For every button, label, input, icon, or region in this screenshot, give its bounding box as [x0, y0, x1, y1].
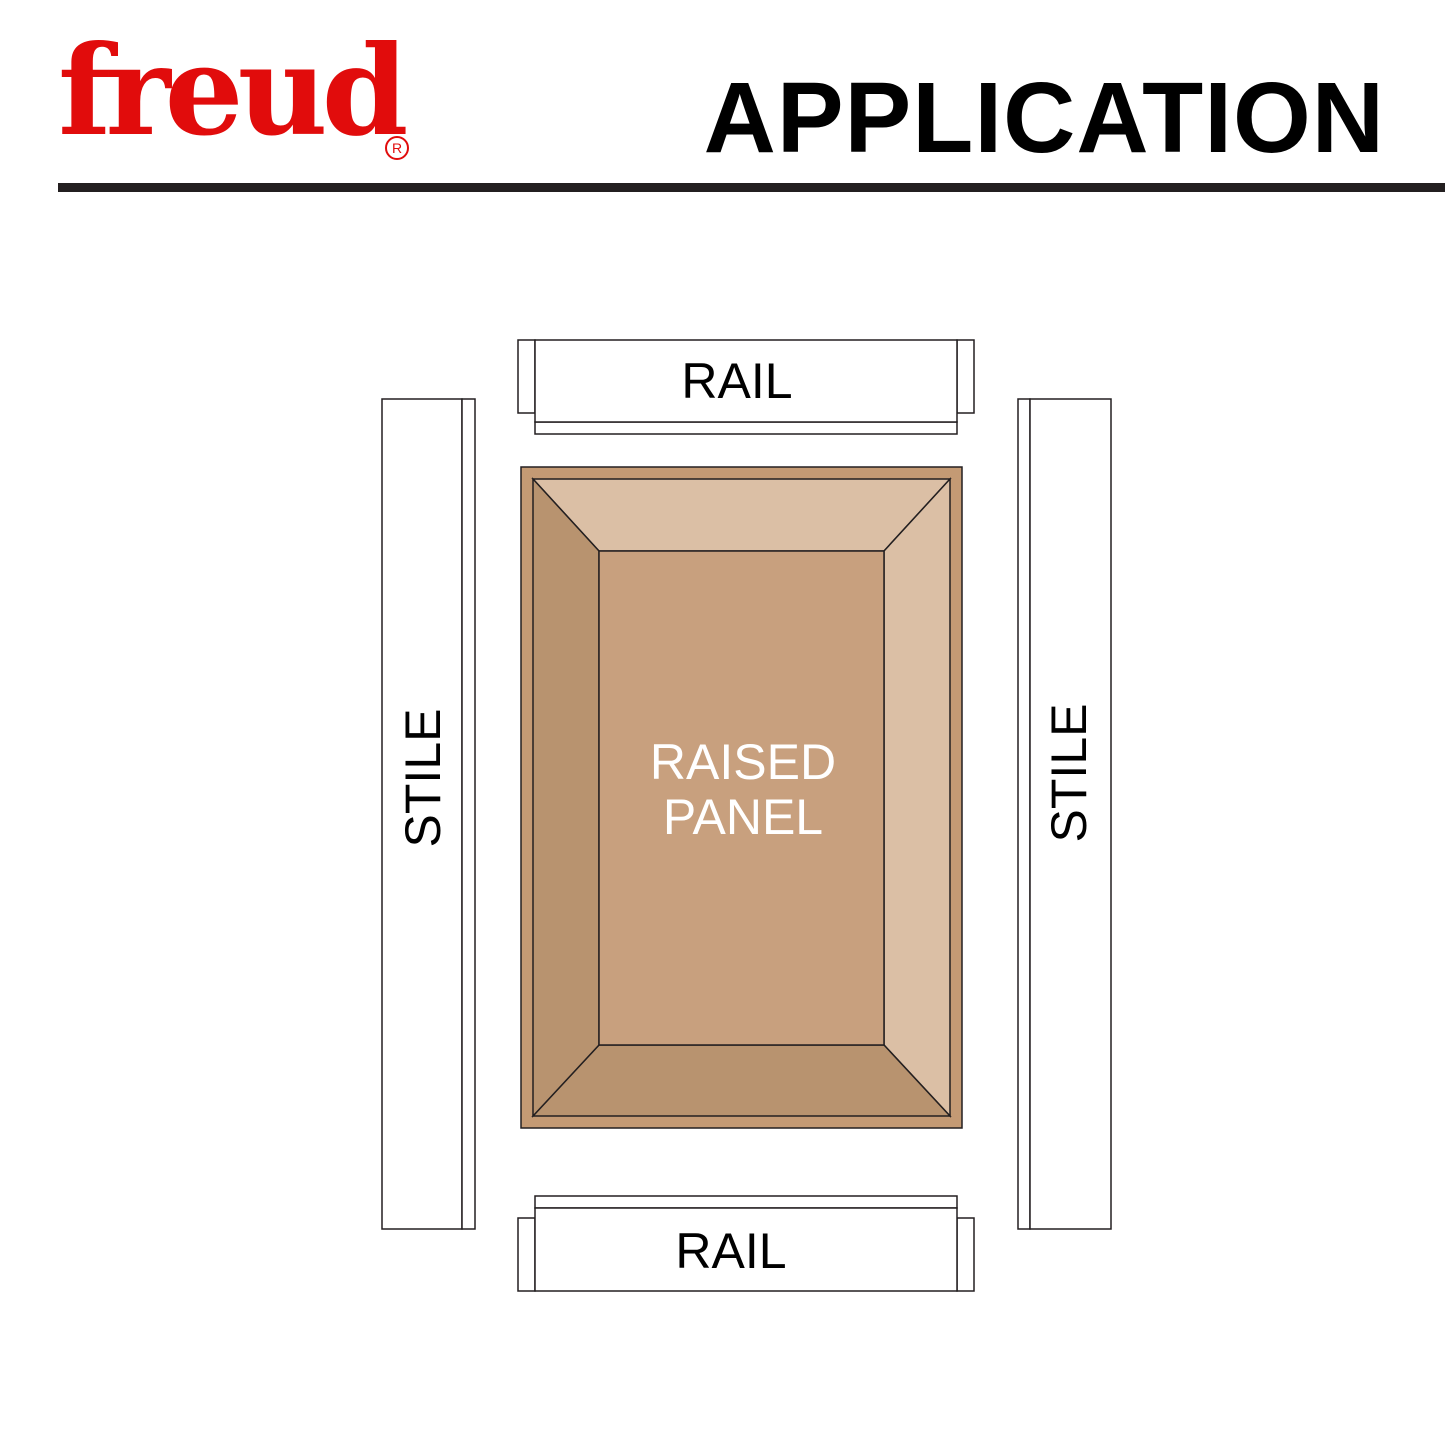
raised-panel: [520, 466, 963, 1129]
bottom-rail-body: [534, 1207, 958, 1292]
header-divider: [58, 183, 1445, 192]
bottom-rail-tongue: [534, 1195, 958, 1209]
top-rail-tongue: [534, 421, 958, 435]
panel-bevel-top: [531, 478, 952, 552]
bottom-rail-label: RAIL: [675, 1223, 786, 1279]
top-rail-left-tenon: [517, 339, 536, 414]
panel-bevel-right: [883, 477, 951, 1118]
panel-label-line2: PANEL: [663, 789, 823, 845]
right-stile-groove-edge: [1017, 398, 1031, 1230]
bottom-rail-right-tenon: [956, 1217, 975, 1292]
left-stile-groove-edge: [461, 398, 476, 1230]
right-stile-label: STILE: [1041, 704, 1097, 843]
left-stile-body: [381, 398, 463, 1230]
page-title: APPLICATION: [703, 62, 1385, 174]
top-rail-right-tenon: [956, 339, 975, 414]
top-rail-body: [534, 339, 958, 423]
panel-field: [598, 550, 885, 1046]
bottom-rail-left-tenon: [517, 1217, 536, 1292]
registered-mark-icon: R: [385, 136, 409, 160]
top-rail: [517, 339, 975, 435]
panel-bevel-bottom: [531, 1044, 952, 1117]
right-stile: [1017, 398, 1112, 1230]
panel-label-line1: RAISED: [650, 734, 836, 790]
left-stile-label: STILE: [395, 709, 451, 848]
freud-logo: freud: [58, 19, 408, 164]
panel-bevel-left: [532, 477, 600, 1118]
top-rail-label: RAIL: [681, 353, 792, 409]
left-stile: [381, 398, 476, 1230]
right-stile-body: [1029, 398, 1112, 1230]
bottom-rail: [517, 1195, 975, 1292]
